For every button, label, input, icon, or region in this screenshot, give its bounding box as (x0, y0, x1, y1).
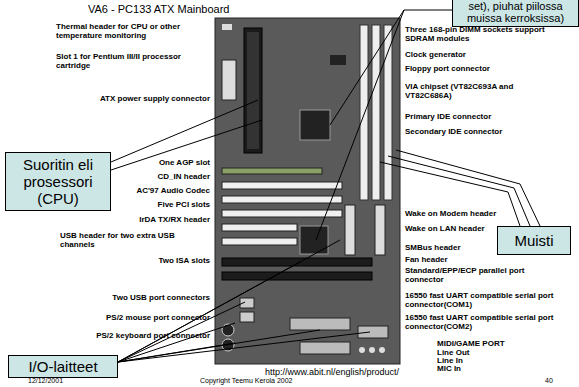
component-label: MIDI/GAME PORT (437, 339, 505, 348)
component-label: Standard/EPP/ECP parallel port connector (405, 266, 560, 284)
audio-jack (359, 347, 365, 353)
cpu-slot (244, 28, 262, 153)
game-port (300, 342, 350, 354)
component-label: Two ISA slots (158, 256, 210, 265)
slide-title: VA6 - PC133 ATX Mainboard (88, 3, 229, 15)
component-label: 16550 fast UART compatible serial port c… (405, 313, 555, 331)
pci-slot (222, 210, 342, 217)
component-label: Five PCI slots (158, 200, 210, 209)
atx-power-connector (222, 60, 236, 100)
footer-copyright: Copyright Teemu Kerola 2002 (200, 377, 292, 385)
component-label: Secondary IDE connector (405, 127, 502, 136)
serial-port (358, 326, 388, 338)
agp-slot (222, 168, 322, 174)
audio-jack (369, 347, 375, 353)
pci-slot (222, 238, 297, 245)
footer-date: 12/12/2001 (28, 377, 63, 385)
component-label: Line Out (437, 348, 469, 357)
isa-slot (222, 272, 372, 280)
pci-slot (222, 182, 342, 189)
isa-slot (222, 258, 372, 266)
thermal-header (222, 24, 232, 30)
component-label: Primary IDE connector (405, 112, 491, 121)
usb-port (240, 312, 254, 322)
component-label: Fan header (405, 255, 448, 264)
callout-text: I/O-laitteet (13, 358, 113, 375)
cpu-slot-inner (247, 32, 259, 149)
component-label: PS/2 keyboard port connector (96, 331, 210, 340)
callout-box: Suoritin eli prosessori (CPU) (5, 152, 111, 211)
component-label: AC'97 Audio Codec (136, 186, 210, 195)
callout-line (316, 10, 404, 240)
callout-line (118, 323, 235, 362)
audio-jack (379, 347, 385, 353)
component-label: IrDA TX/RX header (139, 215, 210, 224)
component-label: Clock generator (405, 50, 466, 59)
parallel-port (290, 318, 350, 330)
chipset-chip (300, 110, 330, 140)
component-label: 16550 fast UART compatible serial port c… (405, 291, 555, 309)
component-label: USB header for two extra USB channels (60, 231, 210, 249)
component-label: Line In (437, 356, 463, 365)
callout-line (396, 150, 540, 226)
dimm-socket (360, 25, 368, 200)
callout-text: Muisti (502, 232, 566, 249)
page-number: 40 (545, 377, 553, 385)
ide-connector (345, 205, 355, 255)
callout-text: Suoritin eli prosessori (CPU) (10, 156, 106, 207)
callout-line (111, 100, 258, 162)
callout-line (388, 156, 530, 226)
board-pcb (215, 18, 400, 364)
component-label: SMBus header (405, 243, 461, 252)
component-label: Wake on LAN header (405, 224, 485, 233)
dimm-socket (372, 25, 380, 200)
ide-connector (375, 205, 385, 255)
component-label: PS/2 mouse port connector (106, 313, 210, 322)
component-label: CD_IN header (158, 172, 210, 181)
component-label: VIA chipset (VT82C693A and VT82C686A) (405, 82, 540, 100)
callout-line (111, 120, 262, 170)
pci-slot (222, 196, 342, 203)
footer-url: http://www.abit.nl/english/product/ (265, 367, 399, 377)
component-label: Thermal header for CPU or other temperat… (56, 22, 210, 40)
pci-slot (222, 224, 297, 231)
component-label: Wake on Modem header (405, 209, 496, 218)
component-label: ATX power supply connector (100, 94, 210, 103)
component-label: One AGP slot (159, 158, 210, 167)
callout-text: set), piuhat piilossa muissa kerroksissa… (456, 0, 575, 24)
component-label: Two USB port connectors (112, 293, 210, 302)
callout-box: I/O-laitteet (8, 355, 118, 378)
component-label: MIC In (437, 364, 461, 373)
callout-box: set), piuhat piilossa muissa kerroksissa… (452, 0, 579, 27)
component-label: Floppy port connector (405, 64, 490, 73)
chipset-chip (300, 226, 328, 254)
callout-box: Muisti (497, 226, 571, 255)
component-label: Three 168-pin DIMM sockets support SDRAM… (405, 25, 545, 43)
clock-chip (330, 55, 346, 65)
component-label: Slot 1 for Pentium III/II processor cart… (56, 52, 181, 70)
